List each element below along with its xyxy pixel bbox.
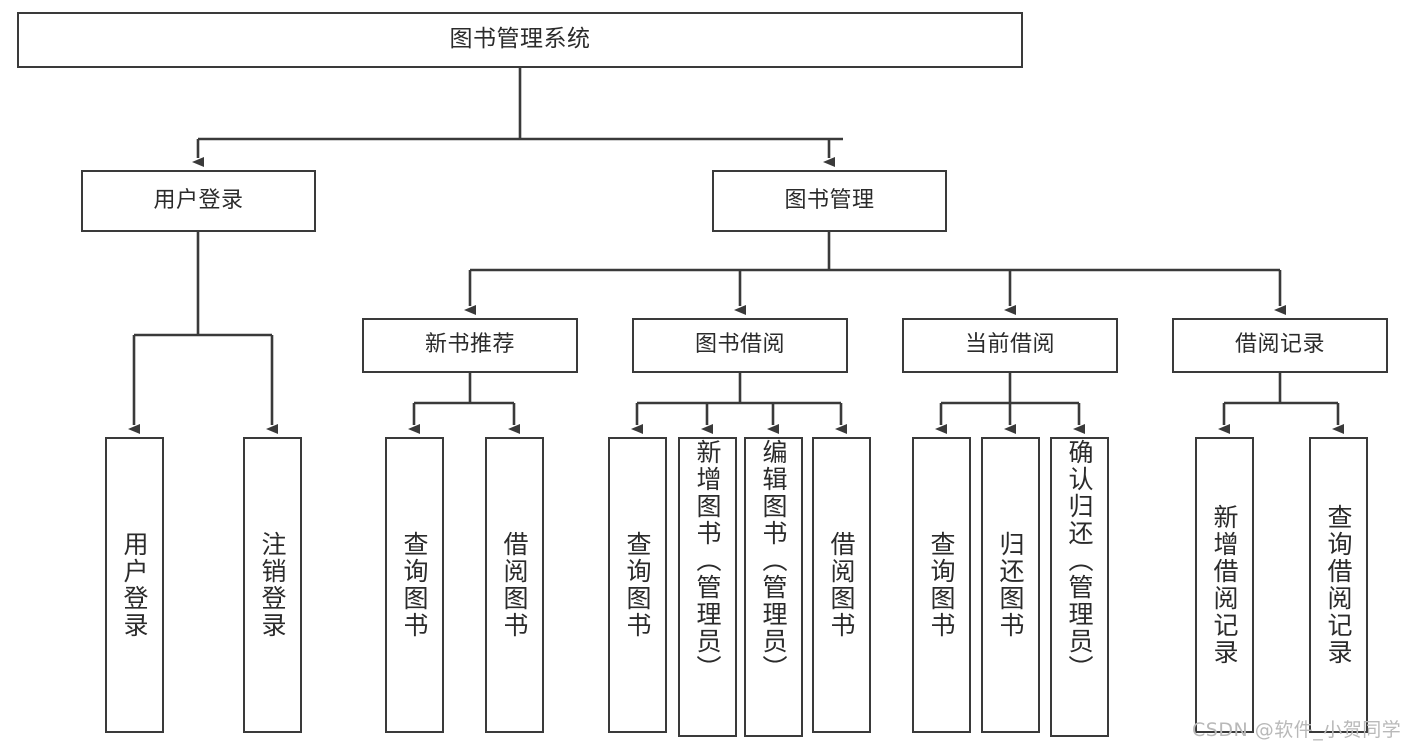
node-leaf-query-borrow-record[interactable]: 查询借阅记录 [1309, 437, 1368, 733]
node-book-borrow[interactable]: 图书借阅 [632, 318, 848, 373]
node-leaf-confirm-return-admin[interactable]: 确认归还（管理员） [1050, 437, 1109, 737]
node-label: 新增图书（管理员） [693, 439, 722, 682]
node-user-login[interactable]: 用户登录 [81, 170, 316, 232]
node-label: 借阅图书 [500, 531, 529, 639]
node-leaf-return-book[interactable]: 归还图书 [981, 437, 1040, 733]
node-label: 查询借阅记录 [1324, 504, 1353, 666]
node-label: 当前借阅 [964, 332, 1055, 358]
node-label: 注销登录 [258, 531, 287, 639]
node-new-book-recommend[interactable]: 新书推荐 [362, 318, 578, 373]
node-root-system[interactable]: 图书管理系统 [17, 12, 1023, 68]
node-label: 归还图书 [996, 531, 1025, 639]
node-label: 图书借阅 [694, 332, 785, 358]
node-label: 查询图书 [400, 531, 429, 639]
node-leaf-add-borrow-record[interactable]: 新增借阅记录 [1195, 437, 1254, 733]
node-label: 图书管理 [784, 187, 875, 213]
node-leaf-borrow-book[interactable]: 借阅图书 [812, 437, 871, 733]
node-book-management[interactable]: 图书管理 [712, 170, 947, 232]
node-label: 用户登录 [153, 187, 244, 213]
node-label: 新书推荐 [424, 332, 515, 358]
node-leaf-add-book-admin[interactable]: 新增图书（管理员） [678, 437, 737, 737]
node-leaf-borrow-book-recommend[interactable]: 借阅图书 [485, 437, 544, 733]
node-leaf-query-book-current[interactable]: 查询图书 [912, 437, 971, 733]
node-label: 借阅记录 [1234, 332, 1325, 358]
node-leaf-user-login[interactable]: 用户登录 [105, 437, 164, 733]
node-label: 查询图书 [927, 531, 956, 639]
node-label: 确认归还（管理员） [1065, 439, 1094, 682]
node-label: 编辑图书（管理员） [759, 439, 788, 682]
node-label: 借阅图书 [827, 531, 856, 639]
node-leaf-query-book-recommend[interactable]: 查询图书 [385, 437, 444, 733]
node-leaf-query-book-borrow[interactable]: 查询图书 [608, 437, 667, 733]
node-leaf-edit-book-admin[interactable]: 编辑图书（管理员） [744, 437, 803, 737]
node-label: 新增借阅记录 [1210, 504, 1239, 666]
node-label: 用户登录 [120, 531, 149, 639]
node-leaf-logout[interactable]: 注销登录 [243, 437, 302, 733]
csdn-watermark: CSDN @软件_小贺同学 [1192, 719, 1402, 741]
node-borrow-record[interactable]: 借阅记录 [1172, 318, 1388, 373]
node-label: 查询图书 [623, 531, 652, 639]
node-current-borrow[interactable]: 当前借阅 [902, 318, 1118, 373]
node-label: 图书管理系统 [449, 26, 591, 53]
